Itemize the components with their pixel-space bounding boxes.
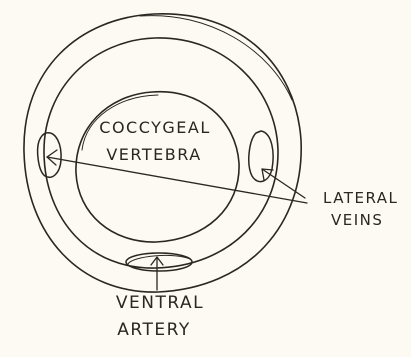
label-artery-line1: VENTRAL [116,293,204,313]
label-veins-line2: VEINS [331,211,383,229]
label-vertebra-line2: VERTEBRA [106,145,201,164]
label-vertebra-line1: COCCYGEAL [99,118,210,137]
label-artery-line2: ARTERY [117,320,190,340]
label-veins-line1: LATERAL [323,189,398,207]
